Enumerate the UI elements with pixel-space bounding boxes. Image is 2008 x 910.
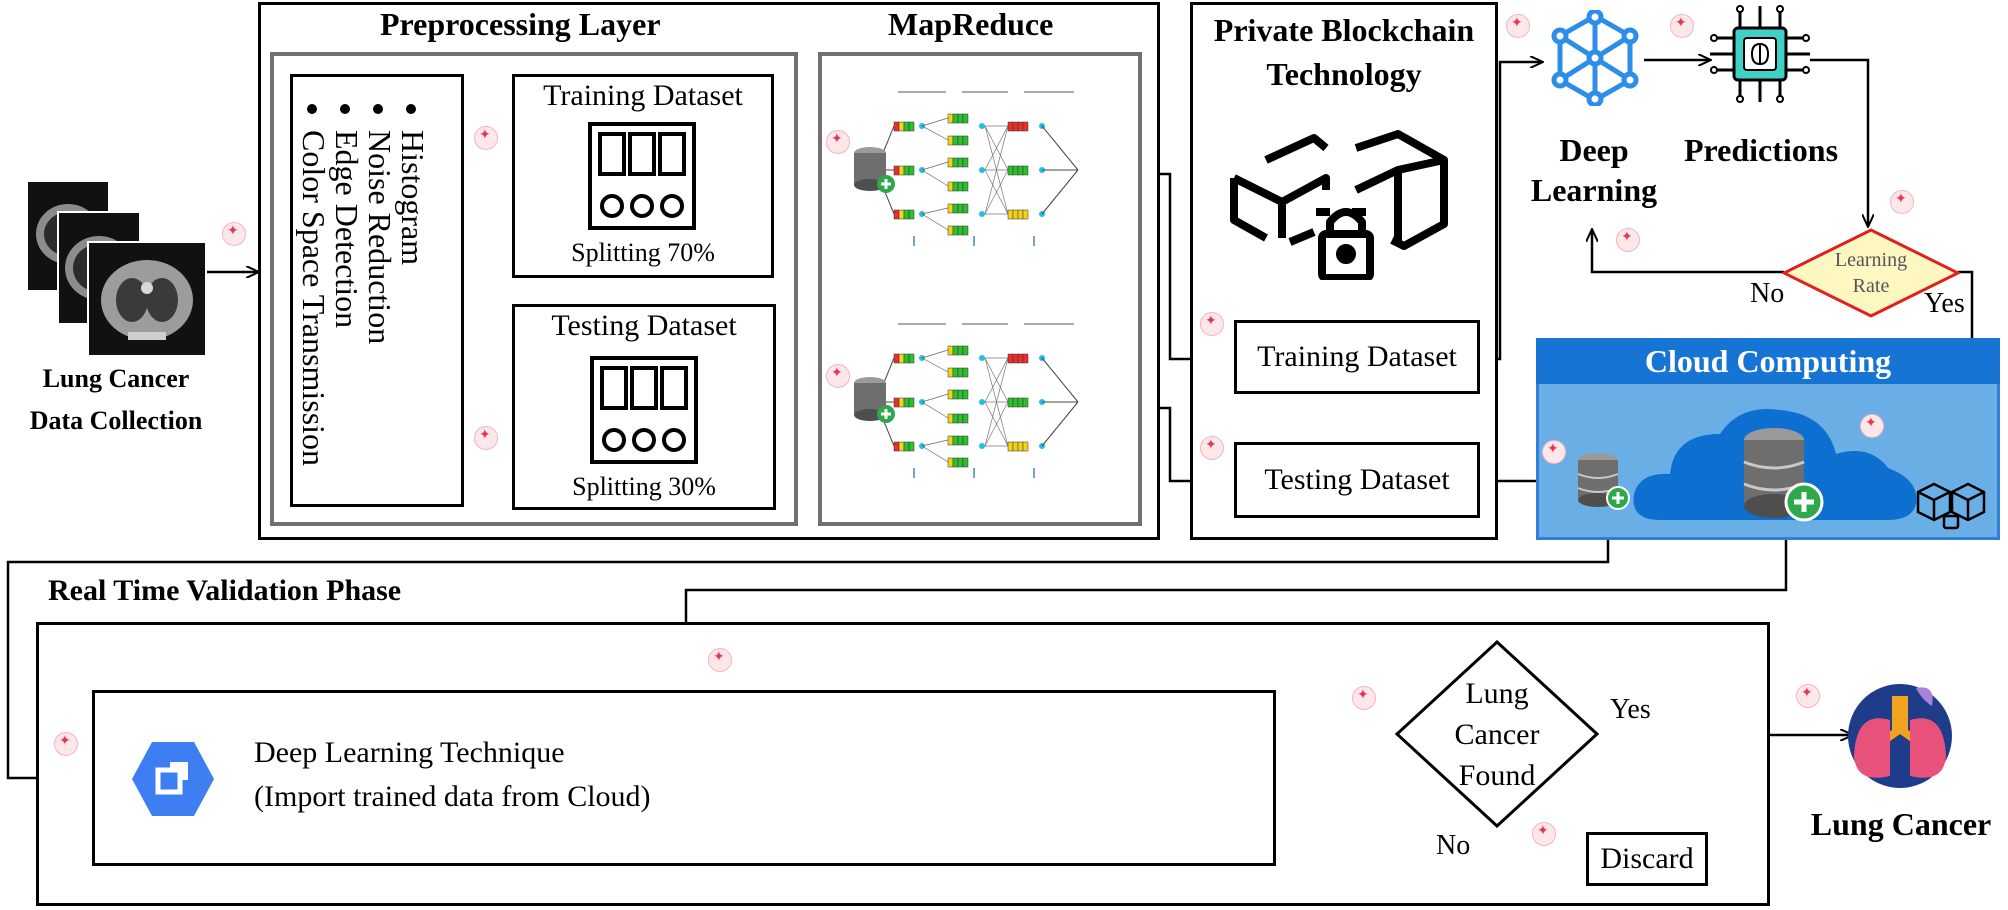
cloud-computing-title: Cloud Computing (1536, 338, 2000, 384)
watermark-icon (1670, 14, 1694, 38)
decision-label: Lung Cancer Found (1424, 674, 1570, 794)
mapreduce-flow-top (875, 91, 1079, 246)
blockchain-title-line1: Private Blockchain (1213, 12, 1475, 48)
blockchain-title: Private Blockchain Technology (1190, 8, 1498, 96)
watermark-icon (1200, 436, 1224, 460)
discard-box: Discard (1586, 832, 1708, 886)
preprocessing-steps-list: Histogram Noise Reduction Edge Detection… (294, 96, 431, 501)
learning-rate-no: No (1750, 278, 1785, 309)
watermark-icon (1506, 14, 1530, 38)
watermark-icon (826, 364, 850, 388)
technique-line1: Deep Learning Technique (254, 736, 565, 769)
deep-learning-label-line1: Deep (1559, 132, 1629, 168)
mapreduce-flow-graphic (875, 323, 1079, 478)
mapreduce-panel (818, 52, 1142, 526)
watermark-icon (1200, 312, 1224, 336)
decision-yes-label: Yes (1610, 694, 1651, 725)
learning-rate-yes: Yes (1924, 288, 1965, 319)
blockchain-title-line2: Technology (1266, 56, 1422, 92)
lung-cancer-decision-diamond (1394, 640, 1600, 828)
binder-icon (588, 122, 696, 230)
technique-box (92, 690, 1276, 866)
cloud-platform-icon (132, 742, 214, 816)
result-lung-cancer-label: Lung Cancer (1810, 806, 1992, 842)
input-label: Lung Cancer Data Collection (0, 358, 232, 442)
watermark-icon (222, 222, 246, 246)
learning-rate-label-line2: Rate (1852, 275, 1890, 297)
watermark-icon (54, 732, 78, 756)
watermark-icon (1860, 414, 1884, 438)
mapreduce-flow-bottom (875, 323, 1079, 478)
mapreduce-input-database-icon (854, 377, 895, 423)
input-label-line1: Lung Cancer (42, 364, 190, 393)
watermark-icon (1616, 228, 1640, 252)
watermark-icon (1352, 686, 1376, 710)
preprocessing-title: Preprocessing Layer (380, 6, 661, 42)
deep-learning-label-line2: Learning (1530, 172, 1658, 208)
training-split-label: Training Dataset (543, 79, 743, 112)
binder-icon (590, 356, 698, 464)
decision-no-label: No (1436, 830, 1471, 861)
cloud-input-database-icon (1577, 453, 1630, 510)
step-noise-reduction: Noise Reduction (362, 130, 398, 535)
blockchain-testing-dataset: Testing Dataset (1234, 442, 1480, 518)
watermark-icon (826, 130, 850, 154)
testing-split-percent: Splitting 30% (572, 472, 716, 501)
watermark-icon (1796, 684, 1820, 708)
input-label-line2: Data Collection (29, 406, 203, 435)
mapreduce-input-database-icon (854, 147, 895, 193)
testing-split-label: Testing Dataset (551, 309, 737, 342)
deep-learning-label: Deep Learning (1528, 130, 1660, 210)
blockchain-lock-icon (1230, 130, 1448, 280)
mapreduce-flow-graphic (875, 91, 1079, 246)
ai-chip-icon (1710, 5, 1810, 103)
lungs-icon (1848, 684, 1952, 788)
step-edge-detection: Edge Detection (329, 130, 365, 535)
preprocessing-panel (270, 52, 798, 526)
watermark-icon (1532, 822, 1556, 846)
arrow-predictions-to-learning-rate (1810, 58, 1868, 226)
watermark-icon (1542, 440, 1566, 464)
watermark-icon (1890, 190, 1914, 214)
blockchain-small-icon (1916, 482, 1986, 530)
learning-rate-label: Learning Rate (1812, 244, 1930, 302)
arrow-learning-rate-no (1592, 230, 1784, 274)
learning-rate-label-line1: Learning (1834, 249, 1908, 271)
preprocessing-steps-box (290, 74, 464, 507)
validation-title: Real Time Validation Phase (48, 574, 402, 607)
watermark-icon (708, 648, 732, 672)
decision-line1: Lung (1465, 676, 1529, 710)
ct-scan-stack-icon (28, 182, 207, 357)
decision-line3: Found (1458, 758, 1536, 792)
step-histogram: Histogram (395, 130, 431, 535)
cloud-database-icon (1743, 428, 1824, 522)
decision-line2: Cancer (1454, 717, 1540, 751)
mapreduce-title: MapReduce (888, 6, 1054, 42)
neural-network-icon (1551, 10, 1639, 106)
predictions-label: Predictions (1683, 132, 1839, 168)
learning-rate-diamond (1782, 228, 1960, 318)
technique-line2: (Import trained data from Cloud) (254, 780, 651, 813)
step-color-space-transmission: Color Space Transmission (296, 130, 332, 535)
watermark-icon (474, 126, 498, 150)
watermark-icon (474, 426, 498, 450)
training-split-percent: Splitting 70% (571, 238, 715, 267)
blockchain-training-dataset: Training Dataset (1234, 320, 1480, 394)
